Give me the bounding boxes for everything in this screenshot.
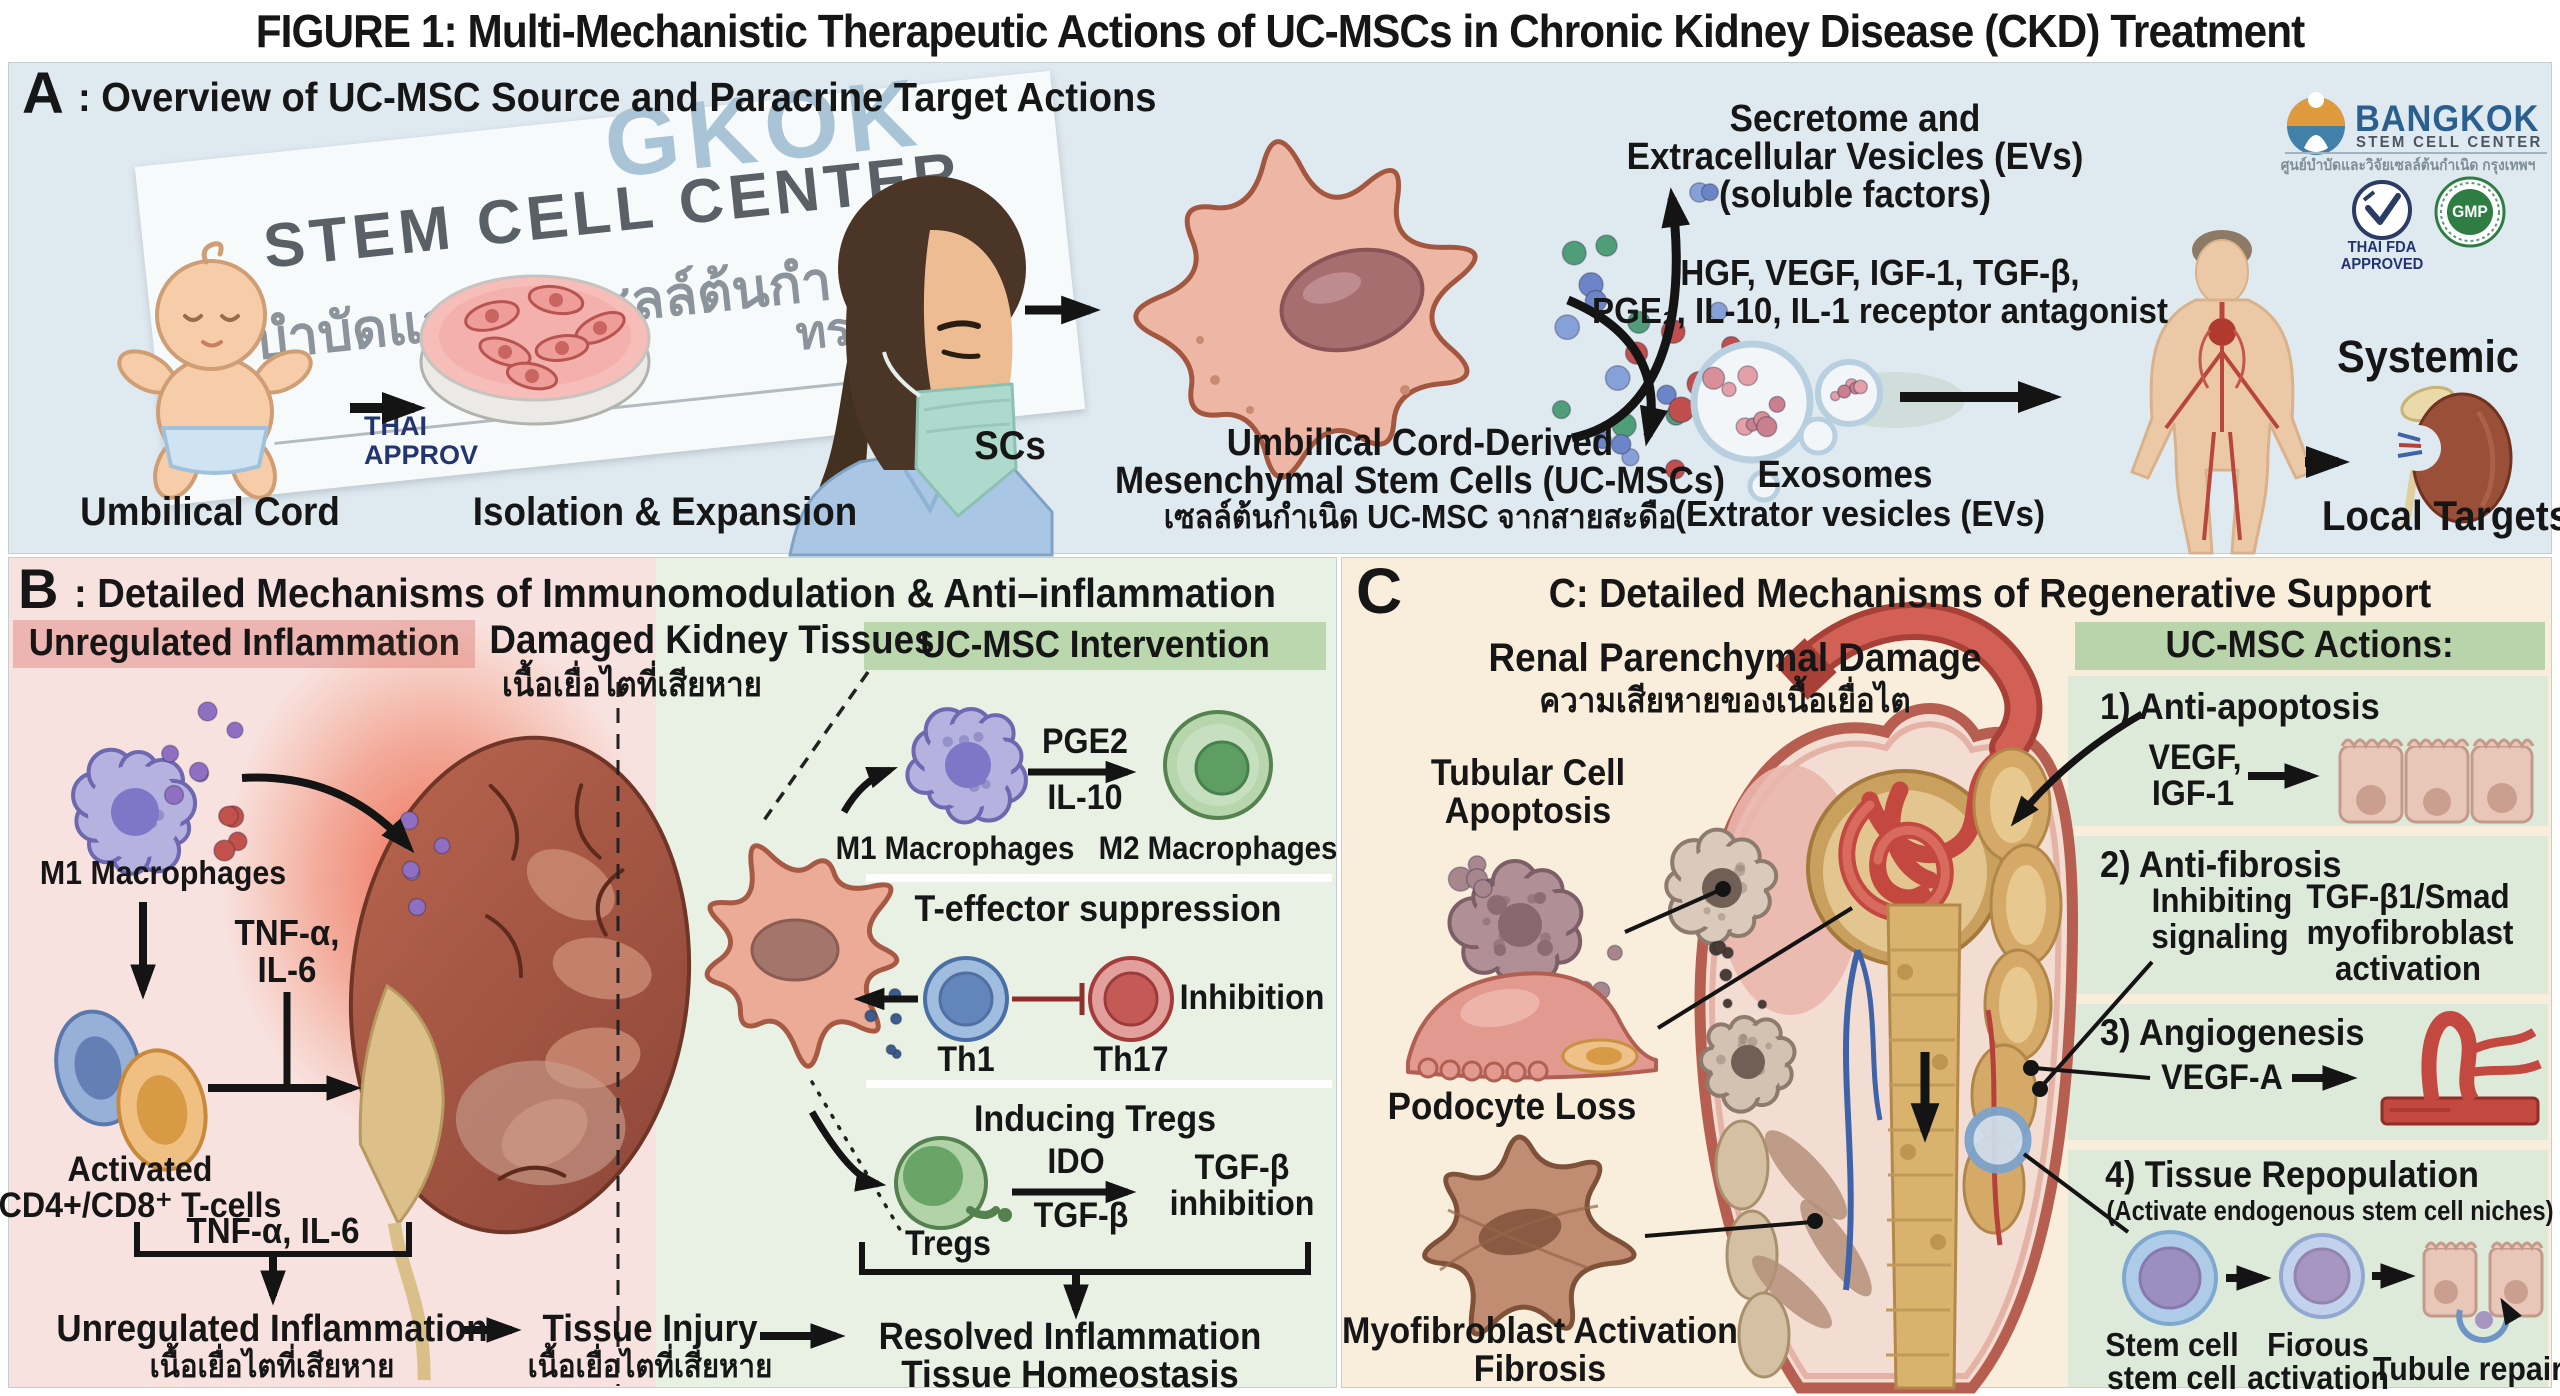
- label-tgfb1smad: TGF-β1/Smad: [2306, 878, 2510, 916]
- label-resolved-1: Resolved Inflammation: [878, 1316, 1262, 1358]
- label-fibrous-1: Fiσous: [2267, 1326, 2369, 1363]
- label-fibrous-2: activation: [2247, 1359, 2389, 1396]
- label-tubular-2: Apoptosis: [1444, 790, 1612, 831]
- label-m2-green: M2 Macrophages: [1098, 830, 1338, 866]
- label-th17: Th17: [1093, 1040, 1169, 1079]
- panel-c-heading: C: Detailed Mechanisms of Regenerative S…: [1548, 570, 2432, 616]
- label-renal-damage: Renal Parenchymal Damage: [1488, 636, 1982, 680]
- label-tregs: Tregs: [905, 1224, 991, 1263]
- label-bracket-tnf: TNF-α, IL-6: [186, 1210, 360, 1251]
- logo-thai-caption: ศูนย์บำบัดและวิจัยเซลล์ต้นกำเนิด กรุงเทพ…: [2280, 157, 2536, 174]
- chip-unregulated-inflammation: Unregulated Inflammation: [13, 620, 475, 668]
- label-outcome-unregulated: Unregulated Inflammation: [56, 1308, 488, 1350]
- fda-label-2: APPROVED: [2340, 256, 2424, 273]
- label-tubular-1: Tubular Cell: [1430, 752, 1626, 793]
- panel-a-heading: : Overview of UC-MSC Source and Paracrin…: [78, 74, 1157, 120]
- label-isolation-expansion: Isolation & Expansion: [472, 490, 858, 534]
- label-renal-damage-thai: ความเสียหายของเนื้อเยื่อไต: [1539, 682, 1911, 720]
- b-divider-1: [866, 874, 1332, 882]
- gmp-label: GMP: [2452, 202, 2488, 221]
- label-inhibition: Inhibition: [1179, 978, 1325, 1017]
- label-resolved-2: Tissue Homeostasis: [901, 1354, 1239, 1396]
- label-action1-title: 1) Anti-apoptosis: [2100, 686, 2380, 727]
- label-myofibro-2: Fibrosis: [1473, 1348, 1607, 1389]
- label-tissue-injury-thai: เนื้อเยื่อไตที่เสียหาย: [527, 1348, 773, 1384]
- label-stemcell-1: Stem cell: [2105, 1326, 2239, 1363]
- label-msc-line1: Umbilical Cord-Derived: [1226, 422, 1614, 464]
- label-action4-title: 4) Tissue Repopulation: [2105, 1154, 2479, 1195]
- label-tgfb-inh-2: inhibition: [1169, 1184, 1315, 1223]
- label-activation: activation: [2334, 950, 2482, 988]
- label-pge2: PGE2: [1042, 722, 1128, 761]
- label-vegf: VEGF,: [2148, 738, 2242, 777]
- panel-c-letter: C: [1356, 555, 1403, 627]
- label-damaged-kidney: Damaged Kidney Tissues: [489, 618, 935, 662]
- b-divider-2: [866, 1080, 1332, 1088]
- label-msc-thai: เซลล์ต้นกำเนิด UC-MSC จากสายสะดือ: [1163, 498, 1677, 535]
- label-msc-line2: Mesenchymal Stem Cells (UC-MSCs): [1114, 460, 1726, 502]
- label-action4-sub: (Activate endogenous stem cell niches): [2106, 1195, 2554, 1226]
- label-vegfa: VEGF-A: [2161, 1058, 2283, 1097]
- label-il10: IL-10: [1047, 778, 1123, 817]
- label-signaling: signaling: [2151, 918, 2289, 956]
- figure-title: FIGURE 1: Multi-Mechanistic Therapeutic …: [255, 5, 2306, 57]
- label-m1-macrophages: M1 Macrophages: [39, 854, 287, 891]
- label-secretome-1: Secretome and: [1729, 98, 1981, 140]
- label-action3-title: 3) Angiogenesis: [2100, 1012, 2365, 1053]
- label-local-targets: Local Targets: [2321, 492, 2560, 539]
- thai-approved-stamp-2: APPROV: [364, 440, 479, 470]
- label-outcome-unregulated-thai: เนื้อเยื่อไตที่เสียหาย: [149, 1348, 395, 1384]
- label-inducing-tregs: Inducing Tregs: [973, 1098, 1217, 1139]
- label-tgfb: TGF-β: [1033, 1196, 1129, 1235]
- chip-ucmsc-actions: UC-MSC Actions:: [2075, 622, 2545, 670]
- label-ido: IDO: [1047, 1142, 1105, 1181]
- panel-a-letter: A: [22, 61, 64, 126]
- chip-actions-label: UC-MSC Actions:: [2165, 624, 2455, 667]
- label-systemic: Systemic: [2337, 331, 2519, 382]
- label-tgfb-inh-1: TGF-β: [1194, 1148, 1290, 1187]
- label-tubule-repair: Tubule repair: [2372, 1350, 2560, 1387]
- label-igf1: IGF-1: [2151, 774, 2235, 813]
- label-podocyte: Podocyte Loss: [1387, 1086, 1637, 1128]
- label-exosomes-1: Exosomes: [1757, 454, 1933, 496]
- label-tnf-1: TNF-α,: [234, 912, 340, 953]
- label-factors-1: HGF, VEGF, IGF-1, TGF-β,: [1680, 252, 2080, 293]
- label-factors-2: PGE₂, IL-10, IL-1 receptor antagonist: [1591, 290, 2169, 331]
- logo-bangkok-sub: STEM CELL CENTER: [2356, 134, 2543, 151]
- label-ucmscs-fragment: SCs: [974, 424, 1046, 468]
- label-tnf-2: IL-6: [257, 949, 317, 990]
- label-action2-title: 2) Anti-fibrosis: [2100, 844, 2342, 885]
- label-tissue-injury: Tissue Injury: [542, 1308, 758, 1350]
- label-activated-1: Activated: [67, 1150, 213, 1189]
- label-secretome-2: Extracellular Vesicles (EVs): [1626, 136, 2084, 178]
- thai-approved-stamp-1: THAI: [364, 411, 427, 441]
- label-inhibiting: Inhibiting: [2151, 882, 2293, 920]
- logo-bangkok-name: BANGKOK: [2355, 98, 2540, 139]
- label-secretome-3: (soluble factors): [1719, 174, 1991, 216]
- panel-b-letter: B: [18, 557, 59, 620]
- label-m1-green: M1 Macrophages: [835, 830, 1075, 866]
- label-myofibroblast-act: myofibroblast: [2306, 914, 2514, 952]
- chip-intervention-label: UC-MSC Intervention: [920, 624, 1270, 667]
- label-myofibro-1: Myofibroblast Activation: [1342, 1310, 1738, 1351]
- label-damaged-kidney-thai: เนื้อเยื่อไตที่เสียหาย: [502, 666, 762, 704]
- label-activated-2: CD4+/CD8⁺ T-cells: [0, 1186, 282, 1225]
- label-teffector: T-effector suppression: [914, 888, 1282, 929]
- label-exosomes-2: (Extrator vesicles (EVs): [1674, 493, 2046, 534]
- chip-unregulated-label: Unregulated Inflammation: [28, 622, 460, 665]
- chip-ucmsc-intervention: UC-MSC Intervention: [864, 622, 1326, 670]
- panel-b-heading: : Detailed Mechanisms of Immunomodulatio…: [74, 570, 1276, 616]
- label-umbilical-cord: Umbilical Cord: [80, 490, 340, 534]
- fda-label-1: THAI FDA: [2347, 239, 2417, 256]
- label-th1: Th1: [937, 1040, 995, 1079]
- label-stemcell-2: stem cell: [2107, 1359, 2237, 1396]
